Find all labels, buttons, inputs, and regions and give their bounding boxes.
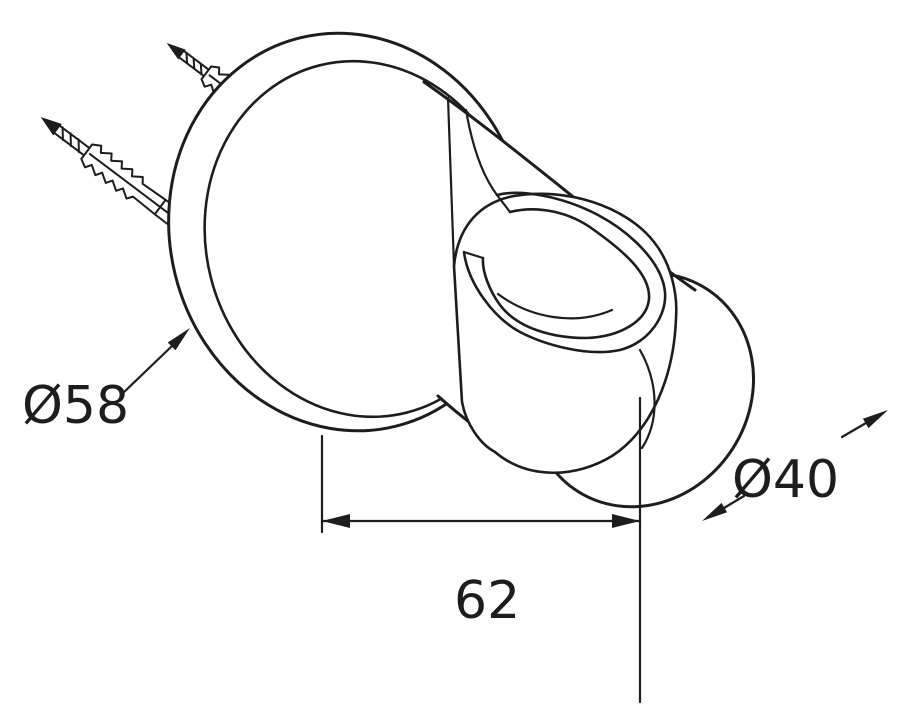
screw-shaft [176, 48, 210, 78]
cradle-slot-connectors [462, 193, 512, 260]
arrowhead-58 [167, 328, 190, 351]
screw-tip-icon [166, 43, 186, 60]
screw-tip-icon [40, 117, 62, 136]
arrowhead-40-upper [862, 410, 888, 429]
holder-hook [446, 96, 678, 475]
dimension-plate-diameter: Ø58 [22, 328, 190, 436]
leader-line-40-lower [722, 494, 746, 510]
arrowhead-40-lower [702, 502, 728, 521]
label-length: 62 [454, 571, 520, 631]
slot-cut-edges [446, 96, 499, 268]
leader-line-40-upper [840, 421, 868, 439]
arrowhead-62-left [322, 514, 350, 528]
arrowhead-62-right [612, 514, 640, 528]
end-face-inner-wall [638, 348, 656, 450]
label-plate-diameter: Ø58 [22, 376, 129, 436]
hook-face-mask [454, 193, 677, 473]
cradle-opening-inner [481, 208, 651, 340]
label-holder-diameter: Ø40 [732, 450, 839, 510]
cradle-opening-outer [462, 191, 667, 354]
dimension-length: 62 [320, 396, 642, 704]
leader-line-58 [120, 344, 174, 396]
hook-outer-rim [452, 192, 678, 475]
cradle-saddle-curve [496, 292, 614, 320]
dimension-holder-diameter: Ø40 [702, 410, 888, 521]
screw-shaft [51, 123, 91, 157]
hook-slot-front-edge [452, 264, 497, 454]
